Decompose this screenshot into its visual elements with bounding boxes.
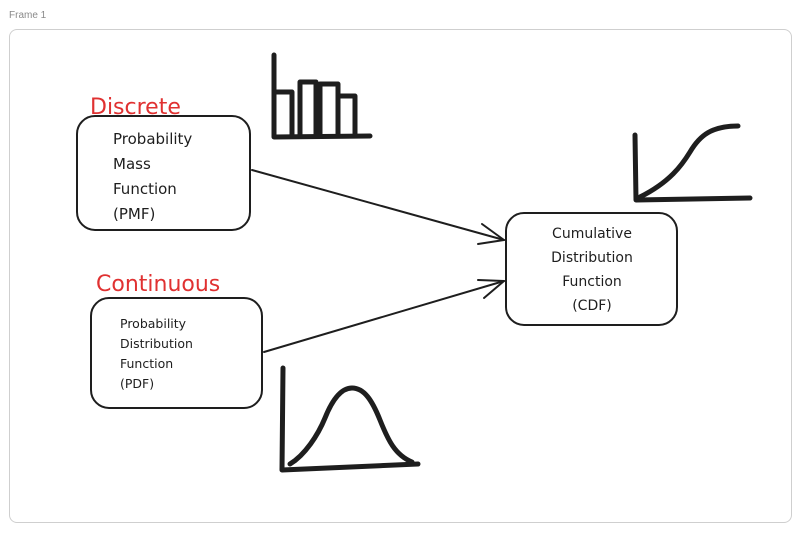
pmf-line-4: (PMF)	[113, 205, 155, 223]
pmf-line-3: Function	[113, 180, 177, 198]
pmf-node[interactable]: Probability Mass Function (PMF)	[76, 115, 251, 231]
cdf-line-3: Function	[562, 274, 622, 290]
pdf-line-2: Distribution	[120, 336, 193, 351]
arrow-pmf-to-cdf	[251, 169, 505, 245]
pdf-line-3: Function	[120, 356, 173, 371]
frame-label: Frame 1	[9, 10, 47, 21]
pdf-line-4: (PDF)	[120, 376, 154, 391]
pdf-node[interactable]: Probability Distribution Function (PDF)	[90, 297, 263, 409]
pmf-line-2: Mass	[113, 155, 151, 173]
pmf-line-1: Probability	[113, 130, 192, 148]
bell-curve-sketch-icon	[279, 365, 421, 473]
pdf-line-1: Probability	[120, 316, 187, 331]
cdf-line-2: Distribution	[551, 250, 633, 266]
bar-chart-sketch-icon	[271, 52, 373, 140]
cdf-line-4: (CDF)	[572, 298, 612, 314]
cdf-line-1: Cumulative	[552, 226, 632, 242]
continuous-label: Continuous	[96, 272, 220, 297]
cdf-node[interactable]: Cumulative Distribution Function (CDF)	[505, 212, 678, 326]
s-curve-sketch-icon	[632, 123, 753, 203]
arrow-pdf-to-cdf	[263, 279, 505, 353]
discrete-label: Discrete	[90, 95, 181, 120]
